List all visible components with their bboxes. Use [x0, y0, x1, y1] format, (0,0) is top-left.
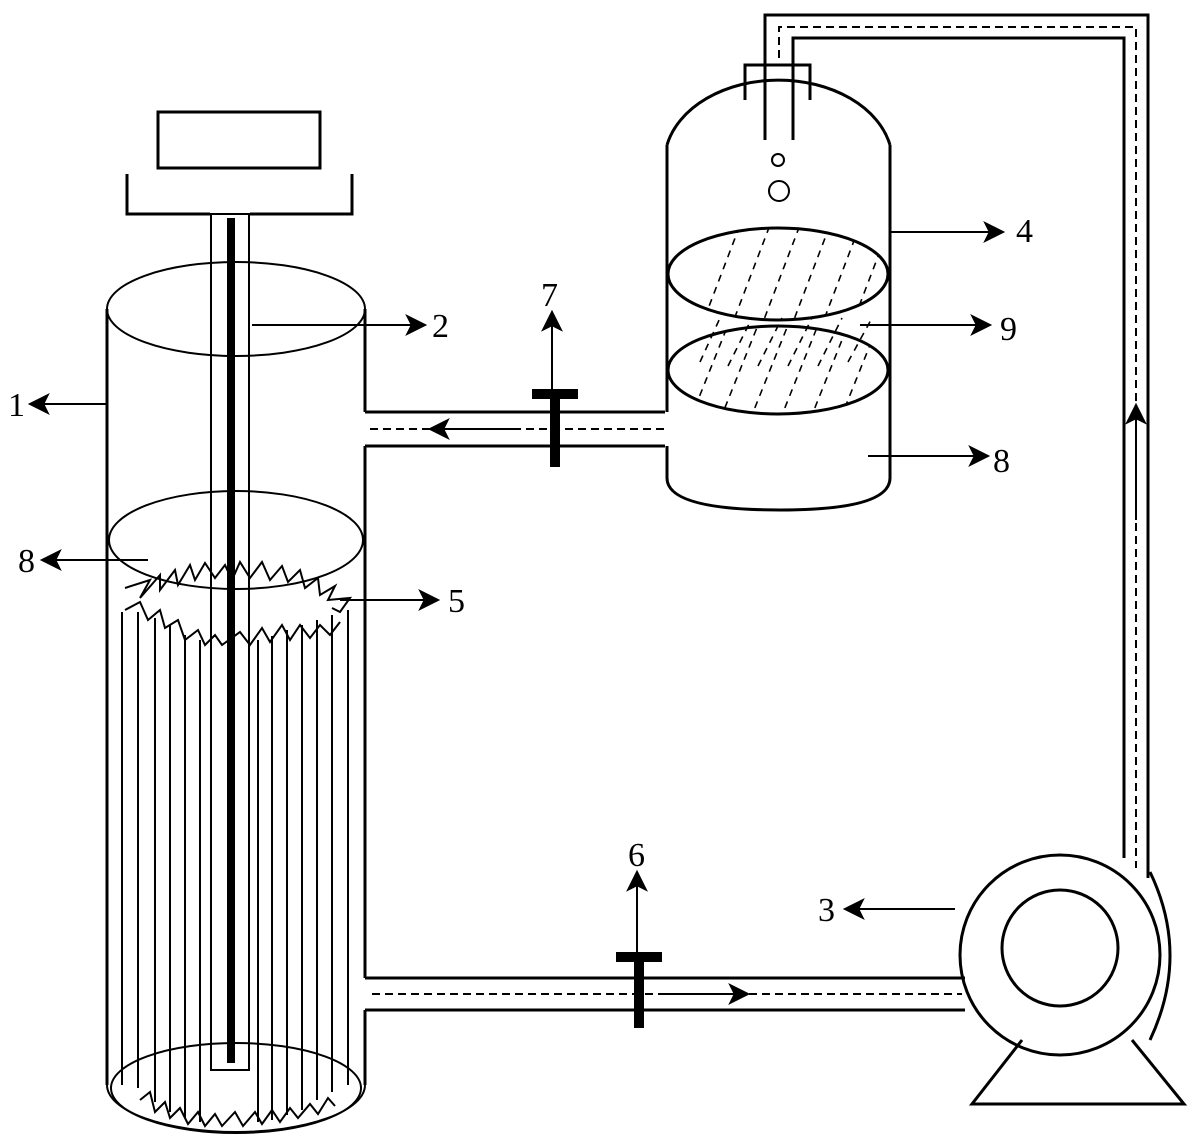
leader-arrows — [27, 221, 1006, 952]
return-pipe — [763, 13, 1150, 878]
reactor-inner-bottom — [110, 1042, 362, 1134]
reactor-bottom-ellipse — [106, 1084, 366, 1133]
lower-pipe — [365, 976, 965, 1012]
pump-inner — [1000, 888, 1120, 1008]
gas-inlet-fitting — [743, 63, 812, 100]
packing-zigzag-top — [124, 559, 353, 614]
label-liquid-vessel: 8 — [993, 443, 1010, 480]
bubble-small — [771, 153, 785, 167]
label-liquid-reactor: 8 — [18, 543, 35, 580]
label-filter-plate: 9 — [1000, 311, 1017, 348]
valve-top — [532, 389, 578, 467]
packing-material — [121, 559, 353, 1128]
stirring-rod — [210, 213, 250, 1071]
label-packing-material: 5 — [448, 583, 465, 620]
label-gas-vessel: 4 — [1016, 213, 1033, 250]
motor-bracket — [125, 174, 354, 216]
packing-vertical-strips — [121, 610, 349, 1122]
pump-base — [968, 1039, 1188, 1106]
bubble-large — [768, 180, 790, 202]
pump-rim — [1148, 871, 1172, 1041]
vessel-dome — [665, 78, 892, 146]
reactor-top-ellipse — [106, 261, 366, 357]
liquid-level-ellipse — [108, 490, 364, 590]
stirring-rod-sleeve — [210, 213, 250, 1071]
reactor-column — [105, 261, 367, 1134]
labels: 1 2 8 5 7 4 9 8 6 3 — [8, 213, 1033, 929]
gas-vessel — [665, 60, 892, 512]
label-stirring-rod: 2 — [432, 308, 449, 345]
motor-box — [156, 110, 322, 170]
filter-plate — [666, 226, 890, 416]
label-pump: 3 — [818, 892, 835, 929]
pump-outer — [958, 853, 1162, 1057]
motor-assembly — [125, 110, 354, 216]
pump — [958, 853, 1188, 1106]
upper-pipe — [365, 410, 665, 448]
label-valve-bottom: 6 — [628, 837, 645, 874]
valve-bottom — [616, 952, 662, 1028]
stirring-rod-core — [227, 218, 235, 1063]
packing-zigzag-bottom — [139, 1090, 336, 1128]
vessel-bottom — [665, 477, 892, 512]
label-valve-top: 7 — [541, 277, 558, 314]
label-reactor-column: 1 — [8, 387, 25, 424]
